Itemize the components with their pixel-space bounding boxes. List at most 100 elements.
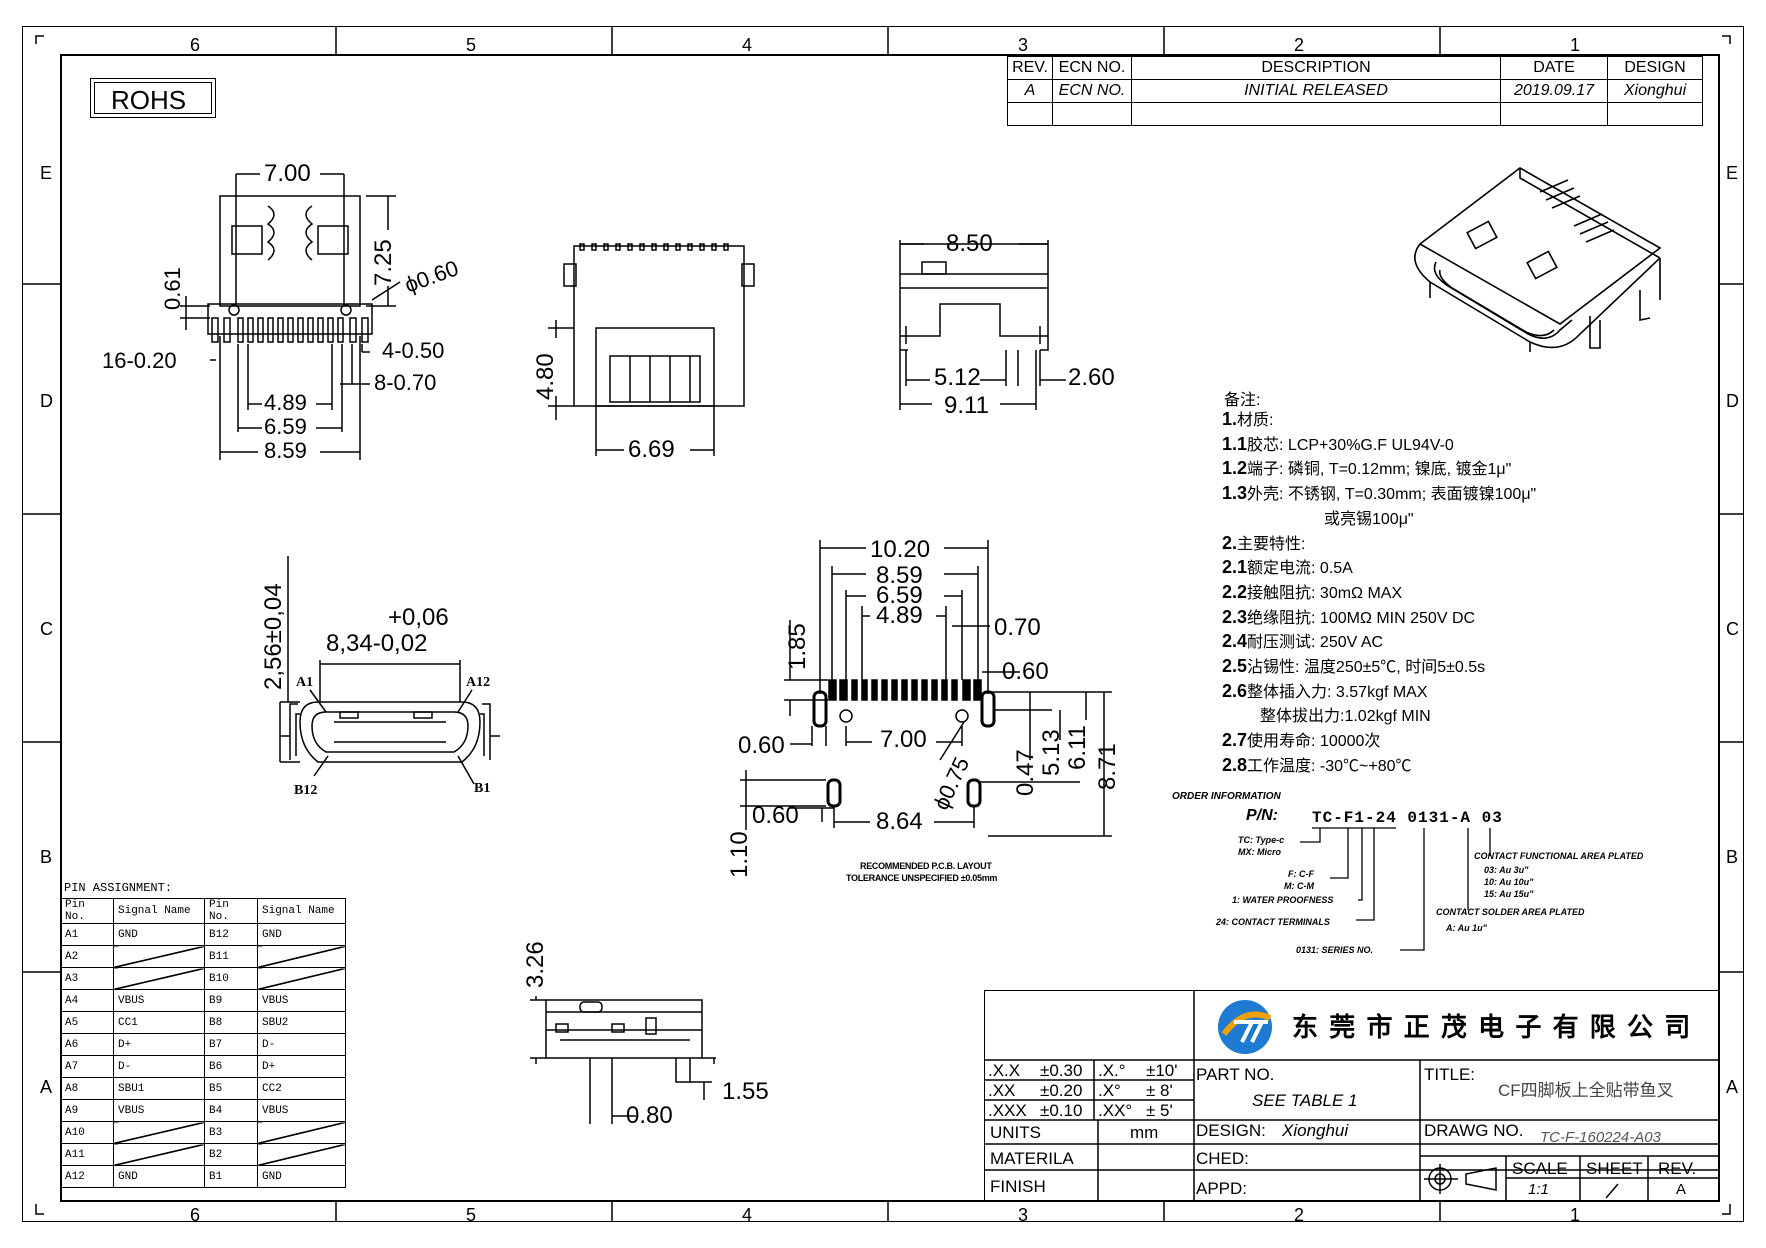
sheet-label: SHEET [1586, 1159, 1643, 1178]
dim-view1-pads8: 8-0.70 [374, 370, 437, 395]
order-water: 1: WATER PROOFNESS [1232, 895, 1334, 905]
side-dim-080: 0.80 [626, 1102, 673, 1129]
order-solder: CONTACT SOLDER AREA PLATED [1436, 907, 1585, 917]
units-label: UNITS [990, 1123, 1041, 1142]
dim-view1-659: 6.59 [264, 414, 307, 439]
front-label-a1: A1 [296, 675, 314, 690]
zone-top-2: 2 [1294, 35, 1305, 55]
zone-top-3: 3 [1018, 35, 1029, 55]
note-line: 2.1额定电流: 0.5A [1222, 557, 1353, 578]
dim-view1-pads4: 4-0.50 [382, 338, 445, 363]
pcb-dim-060a: 0.60 [1002, 658, 1049, 685]
zone-top-4: 4 [742, 35, 753, 55]
dim-view3-260: 2.60 [1068, 364, 1115, 391]
appd-label: APPD: [1196, 1179, 1248, 1198]
note-line: 1.1胶芯: LCP+30%G.F UL94V-0 [1222, 433, 1454, 454]
tol-row3-angle: .XX° ± 5' [1098, 1101, 1173, 1120]
zone-bot-2: 2 [1294, 1205, 1305, 1225]
date-value: 2019.09.17 [1500, 79, 1608, 103]
side-dim-155: 1.55 [722, 1078, 769, 1105]
rohs-box: ROHS [90, 78, 216, 118]
zone-bot-3: 3 [1018, 1205, 1029, 1225]
front-width: 8,34-0,02 [326, 630, 428, 657]
title-block [984, 990, 1720, 1202]
materila-label: MATERILA [990, 1149, 1074, 1168]
dim-view1-width: 7.00 [264, 160, 311, 187]
company-name: 东 莞 市 正 茂 电 子 有 限 公 司 [1292, 1012, 1693, 1042]
notes-title: 备注: [1224, 392, 1261, 409]
note-line: 1.2端子: 磷铜, T=0.12mm; 镍底, 镀金1μ" [1222, 458, 1512, 479]
pcb-dim-659: 6.59 [876, 582, 923, 609]
revision-table: REV. ECN NO. DESCRIPTION DATE DESIGN A E… [1007, 56, 1703, 126]
order-series: 0131: SERIES NO. [1296, 945, 1374, 955]
tol-row3: .XXX ±0.10 [988, 1101, 1083, 1120]
order-plate10: 10: Au 10u" [1484, 877, 1534, 887]
zone-right-A: A [1726, 1077, 1739, 1097]
pin-assignment-title: PIN ASSIGNMENT: [64, 881, 173, 895]
dim-view2-width: 6.69 [628, 436, 675, 463]
rev-header: REV. [1007, 56, 1053, 80]
order-title: ORDER INFORMATION [1172, 791, 1281, 802]
zone-top-1: 1 [1570, 35, 1581, 55]
zone-top-5: 5 [466, 35, 477, 55]
zone-right-D: D [1726, 391, 1739, 411]
pcb-dim-060b: 0.60 [738, 732, 785, 759]
ched-label: CHED: [1196, 1149, 1249, 1168]
zone-left-B: B [40, 847, 53, 867]
order-pn-label: P/N: [1246, 807, 1278, 824]
front-label-b12: B12 [294, 783, 318, 798]
tol-row2-angle: .X° ± 8' [1098, 1081, 1173, 1100]
pcb-dim-1020: 10.20 [870, 536, 931, 563]
front-label-b1: B1 [474, 781, 491, 796]
tol-row1: .X.X ±0.30 [988, 1061, 1083, 1080]
note-line: 或亮锡100μ" [1324, 510, 1414, 528]
order-functional: CONTACT FUNCTIONAL AREA PLATED [1474, 851, 1644, 861]
note-line: 2.6整体插入力: 3.57kgf MAX [1222, 680, 1428, 701]
zone-bot-6: 6 [190, 1205, 201, 1225]
dim-view1-489: 4.89 [264, 390, 307, 415]
dim-view1-859: 8.59 [264, 438, 307, 463]
zone-right-E: E [1726, 163, 1739, 183]
ecn-header: ECN NO. [1052, 56, 1132, 80]
note-line: 2.主要特性: [1222, 532, 1306, 553]
company-logo [1218, 1000, 1272, 1054]
order-pn: TC-F1-24 0131-A 03 [1312, 809, 1503, 827]
notes-lines: 1.材质: 1.1胶芯: LCP+30%G.F UL94V-0 1.2端子: 磷… [1222, 408, 1536, 779]
order-solder-a: A: Au 1u" [1446, 923, 1487, 933]
finish-label: FINISH [990, 1177, 1046, 1196]
pin-header: Pin No. [60, 898, 114, 924]
drawg-label: DRAWG NO. [1424, 1121, 1524, 1140]
zone-bot-1: 1 [1570, 1205, 1581, 1225]
drawing-border [60, 54, 1720, 1202]
zone-right-B: B [1726, 847, 1739, 867]
note-line: 2.8工作温度: -30℃~+80℃ [1222, 754, 1412, 775]
scale-label: SCALE [1512, 1159, 1568, 1178]
rohs-label: ROHS [111, 85, 187, 115]
dim-view3-top: 8.50 [946, 230, 993, 257]
pcb-dim-700: 7.00 [880, 726, 927, 753]
dim-view3-911: 9.11 [944, 392, 989, 419]
front-tol-plus: +0,06 [388, 604, 449, 631]
pcb-dim-859: 8.59 [876, 562, 923, 589]
drawing-frame [22, 26, 1744, 1222]
zone-left-C: C [40, 619, 53, 639]
pin-assignment-table: Pin No. Signal Name Pin No. Signal Name … [60, 898, 346, 1188]
pcb-dim-489: 4.89 [876, 602, 923, 629]
note-line: 整体拔出力:1.02kgf MIN [1260, 708, 1431, 726]
notes-block: 备注: [1224, 386, 1260, 414]
description-value: INITIAL RELEASED [1131, 79, 1501, 103]
